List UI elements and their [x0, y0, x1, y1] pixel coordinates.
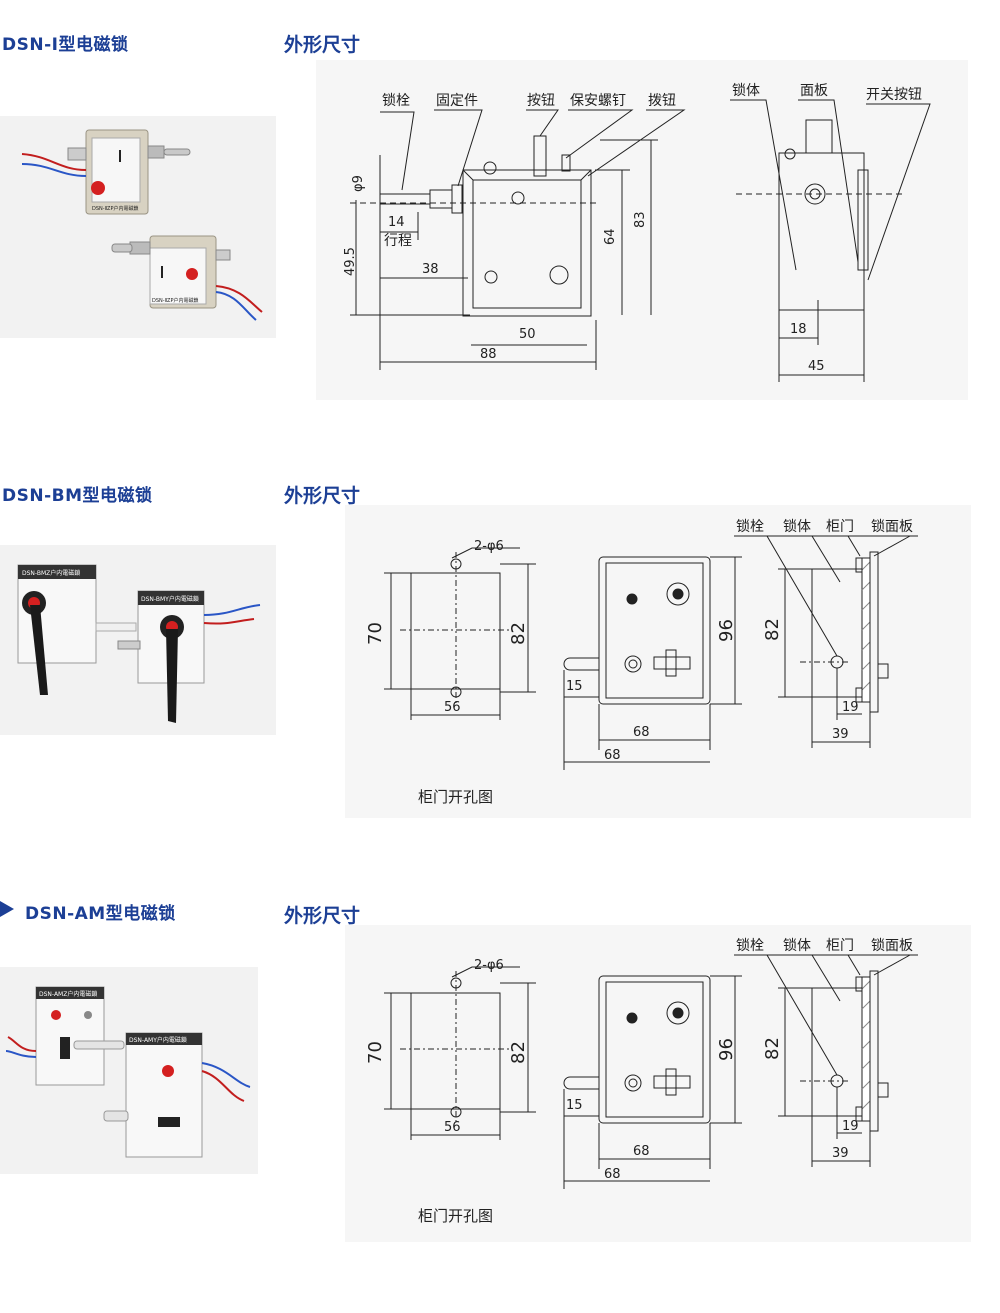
label-cutout-3: 柜门开孔图	[418, 1207, 493, 1225]
label-lock-panel-3: 锁面板	[871, 938, 913, 954]
dim-56-3: 56	[444, 1120, 461, 1135]
dim-96-2: 96	[716, 619, 737, 642]
dims-panel-3: 2-φ6 70 82 56 96 15 68 68 82 19 39 锁栓 锁体…	[345, 925, 971, 1242]
dim-phi9: φ9	[351, 175, 366, 192]
dim-82b-2: 82	[762, 618, 783, 641]
photo-label-3a: DSN-AMZ户内電磁鎖	[39, 990, 97, 998]
label-fixing-part-1: 固定件	[436, 93, 478, 109]
dim-68a-3: 68	[633, 1144, 650, 1159]
dims-title-3: 外形尺寸	[284, 905, 361, 927]
photo-label-2b: DSN-BMY户内電磁鎖	[141, 595, 199, 603]
photo-label-1b: DSN-ⅡZP户内電磁鎖	[152, 297, 198, 304]
dim-68b-3: 68	[604, 1167, 621, 1182]
dim-96-3: 96	[716, 1038, 737, 1061]
label-cutout-2: 柜门开孔图	[418, 788, 493, 806]
triangle-right-icon	[0, 901, 14, 917]
product-title-1: DSN-Ⅰ型电磁锁	[2, 35, 129, 55]
label-lock-bolt-1: 锁栓	[382, 93, 410, 109]
dim-45: 45	[808, 359, 825, 374]
dim-88: 88	[480, 347, 497, 362]
label-lock-bolt-2: 锁栓	[736, 519, 764, 535]
product-title-2: DSN-BM型电磁锁	[2, 486, 153, 506]
label-button-1: 按钮	[527, 93, 555, 109]
dim-83: 83	[633, 211, 648, 228]
label-lock-body-3: 锁体	[783, 938, 811, 954]
dims-title-1: 外形尺寸	[284, 34, 361, 56]
dim-38: 38	[422, 262, 439, 277]
label-cabinet-door-3: 柜门	[826, 938, 854, 954]
label-panel-1: 面板	[800, 83, 828, 99]
label-toggle-button-1: 拨钮	[648, 93, 676, 109]
dim-70-2: 70	[365, 622, 386, 645]
dim-70-3: 70	[365, 1041, 386, 1064]
label-lock-body-2: 锁体	[783, 519, 811, 535]
photo-label-3b: DSN-AMY户内電磁鎖	[129, 1036, 187, 1044]
dim-39-3: 39	[832, 1146, 849, 1161]
label-lock-body-1: 锁体	[732, 83, 760, 99]
dim-68b-2: 68	[604, 748, 621, 763]
product-photo-1: DSN-ⅡZP户内電磁鎖 DSN-ⅡZP户内電磁鎖	[0, 116, 276, 338]
dim-82-3: 82	[508, 1041, 529, 1064]
dim-82-2: 82	[508, 622, 529, 645]
dim-56-2: 56	[444, 700, 461, 715]
dim-15-2: 15	[566, 679, 583, 694]
dim-19-2: 19	[842, 700, 859, 715]
label-lock-bolt-3: 锁栓	[736, 938, 764, 954]
dim-49-5: 49.5	[343, 247, 358, 276]
label-cabinet-door-2: 柜门	[826, 519, 854, 535]
product-photo-2: DSN-BMZ户内電磁鎖 DSN-BMY户内電磁鎖	[0, 545, 276, 735]
dim-68a-2: 68	[633, 725, 650, 740]
dim-14: 14	[388, 215, 405, 230]
dim-19-3: 19	[842, 1119, 859, 1134]
dim-holes-3: 2-φ6	[474, 958, 504, 973]
label-safety-screw-1: 保安螺钉	[570, 93, 626, 109]
photo-label-2a: DSN-BMZ户内電磁鎖	[22, 569, 80, 577]
label-stroke-1: 行程	[384, 233, 412, 249]
dim-50: 50	[519, 327, 536, 342]
red-button-icon	[91, 181, 105, 195]
dim-18: 18	[790, 322, 807, 337]
product-title-3: DSN-AM型电磁锁	[25, 904, 176, 924]
dims-panel-2: 2-φ6 70 82 56 96 15 68 68 82 19 39 锁栓 锁体…	[345, 505, 971, 818]
label-switch-button-1: 开关按钮	[866, 87, 922, 103]
label-lock-panel-2: 锁面板	[871, 519, 913, 535]
photo-label-1a: DSN-ⅡZP户内電磁鎖	[92, 205, 138, 212]
dim-64: 64	[603, 228, 618, 245]
dim-holes-2: 2-φ6	[474, 539, 504, 554]
product-photo-3: DSN-AMZ户内電磁鎖 DSN-AMY户内電磁鎖	[0, 967, 258, 1174]
dims-title-2: 外形尺寸	[284, 485, 361, 507]
dim-39-2: 39	[832, 727, 849, 742]
dims-panel-1: 锁栓 固定件 按钮 保安螺钉 拨钮 锁体 面板 开关按钮 行程 14 38 50…	[316, 60, 968, 400]
dim-82b-3: 82	[762, 1037, 783, 1060]
dim-15-3: 15	[566, 1098, 583, 1113]
